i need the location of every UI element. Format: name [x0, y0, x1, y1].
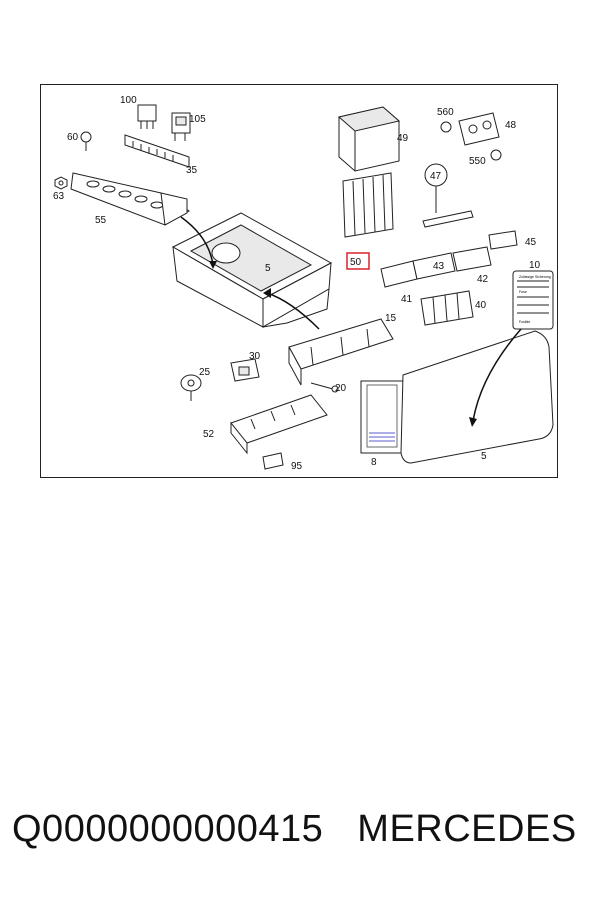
- part-relay-30[interactable]: [230, 358, 260, 382]
- part-relay-100[interactable]: [137, 104, 157, 129]
- part-terminal-43[interactable]: [412, 252, 456, 280]
- arrowhead-plate: [263, 288, 271, 298]
- part-bracket-48[interactable]: [458, 112, 500, 146]
- callout-8: 8: [371, 457, 377, 468]
- highlight-50[interactable]: [346, 252, 370, 270]
- part-control-unit-49[interactable]: [337, 106, 401, 172]
- arrow-carrier-to-housing: [180, 216, 214, 266]
- footer-caption: Q0000000000415 MERCEDES: [12, 808, 592, 858]
- part-nut-63[interactable]: [54, 176, 68, 190]
- callout-15: 15: [385, 313, 397, 324]
- callout-63: 63: [53, 191, 65, 202]
- part-connector-40[interactable]: [420, 290, 474, 326]
- part-cover-5[interactable]: [400, 330, 554, 464]
- part-terminal-41[interactable]: [380, 260, 418, 288]
- footer-part-number: Q0000000000415: [12, 808, 324, 850]
- part-relay-module-52[interactable]: [230, 394, 328, 455]
- callout-100: 100: [120, 95, 137, 106]
- part-plug-45[interactable]: [488, 230, 518, 250]
- footer-brand: MERCEDES: [357, 808, 577, 850]
- part-fuse-carrier-55[interactable]: [70, 172, 190, 226]
- label-line-2: Fuse: [519, 290, 527, 294]
- callout-5-housing: 5: [265, 263, 271, 274]
- callout-50: 50: [350, 257, 362, 268]
- part-plate-15[interactable]: [288, 318, 394, 386]
- arrow-label-to-cover: [472, 328, 522, 422]
- label-line-3: Fusible: [519, 320, 530, 324]
- callout-41: 41: [401, 294, 413, 305]
- callout-45: 45: [525, 237, 537, 248]
- arrowhead-label: [469, 417, 477, 427]
- callout-20: 20: [335, 383, 347, 394]
- part-washer-560[interactable]: [440, 121, 452, 133]
- part-busbar-47[interactable]: [422, 163, 474, 228]
- callout-30: 30: [249, 351, 261, 362]
- part-screw-550[interactable]: [490, 149, 502, 161]
- callout-55: 55: [95, 215, 107, 226]
- callout-25: 25: [199, 367, 211, 378]
- callout-105: 105: [189, 114, 206, 125]
- part-housing-5[interactable]: [171, 212, 333, 328]
- parts-diagram: 100 105 35 60 63 55: [40, 84, 558, 478]
- part-label-10[interactable]: [512, 270, 554, 330]
- label-line-1: Zulässige Sicherung: [519, 275, 551, 279]
- part-screw-60[interactable]: [80, 131, 92, 151]
- callout-35: 35: [186, 165, 198, 176]
- part-terminal-42[interactable]: [452, 246, 492, 272]
- callout-43: 43: [433, 261, 445, 272]
- callout-60: 60: [67, 132, 79, 143]
- callout-52: 52: [203, 429, 215, 440]
- callout-47: 47: [430, 171, 442, 182]
- callout-40: 40: [475, 300, 487, 311]
- part-relay-strip-35[interactable]: [124, 134, 190, 168]
- arrowhead-carrier: [209, 261, 217, 269]
- callout-95: 95: [291, 461, 303, 472]
- part-relay-95[interactable]: [262, 452, 284, 470]
- part-fuse-chart-8[interactable]: [360, 380, 404, 454]
- part-fuse-block[interactable]: [342, 172, 394, 238]
- arrow-plate-to-housing: [266, 292, 320, 330]
- callout-42: 42: [477, 274, 489, 285]
- callout-48: 48: [505, 120, 517, 131]
- callout-10: 10: [529, 260, 541, 271]
- part-sensor-25[interactable]: [180, 374, 202, 401]
- part-relay-105[interactable]: [171, 112, 191, 141]
- callout-550: 550: [469, 156, 486, 167]
- part-screw-20[interactable]: [310, 382, 339, 393]
- callout-560: 560: [437, 107, 454, 118]
- callout-5-cover: 5: [481, 451, 487, 462]
- callout-49: 49: [397, 133, 409, 144]
